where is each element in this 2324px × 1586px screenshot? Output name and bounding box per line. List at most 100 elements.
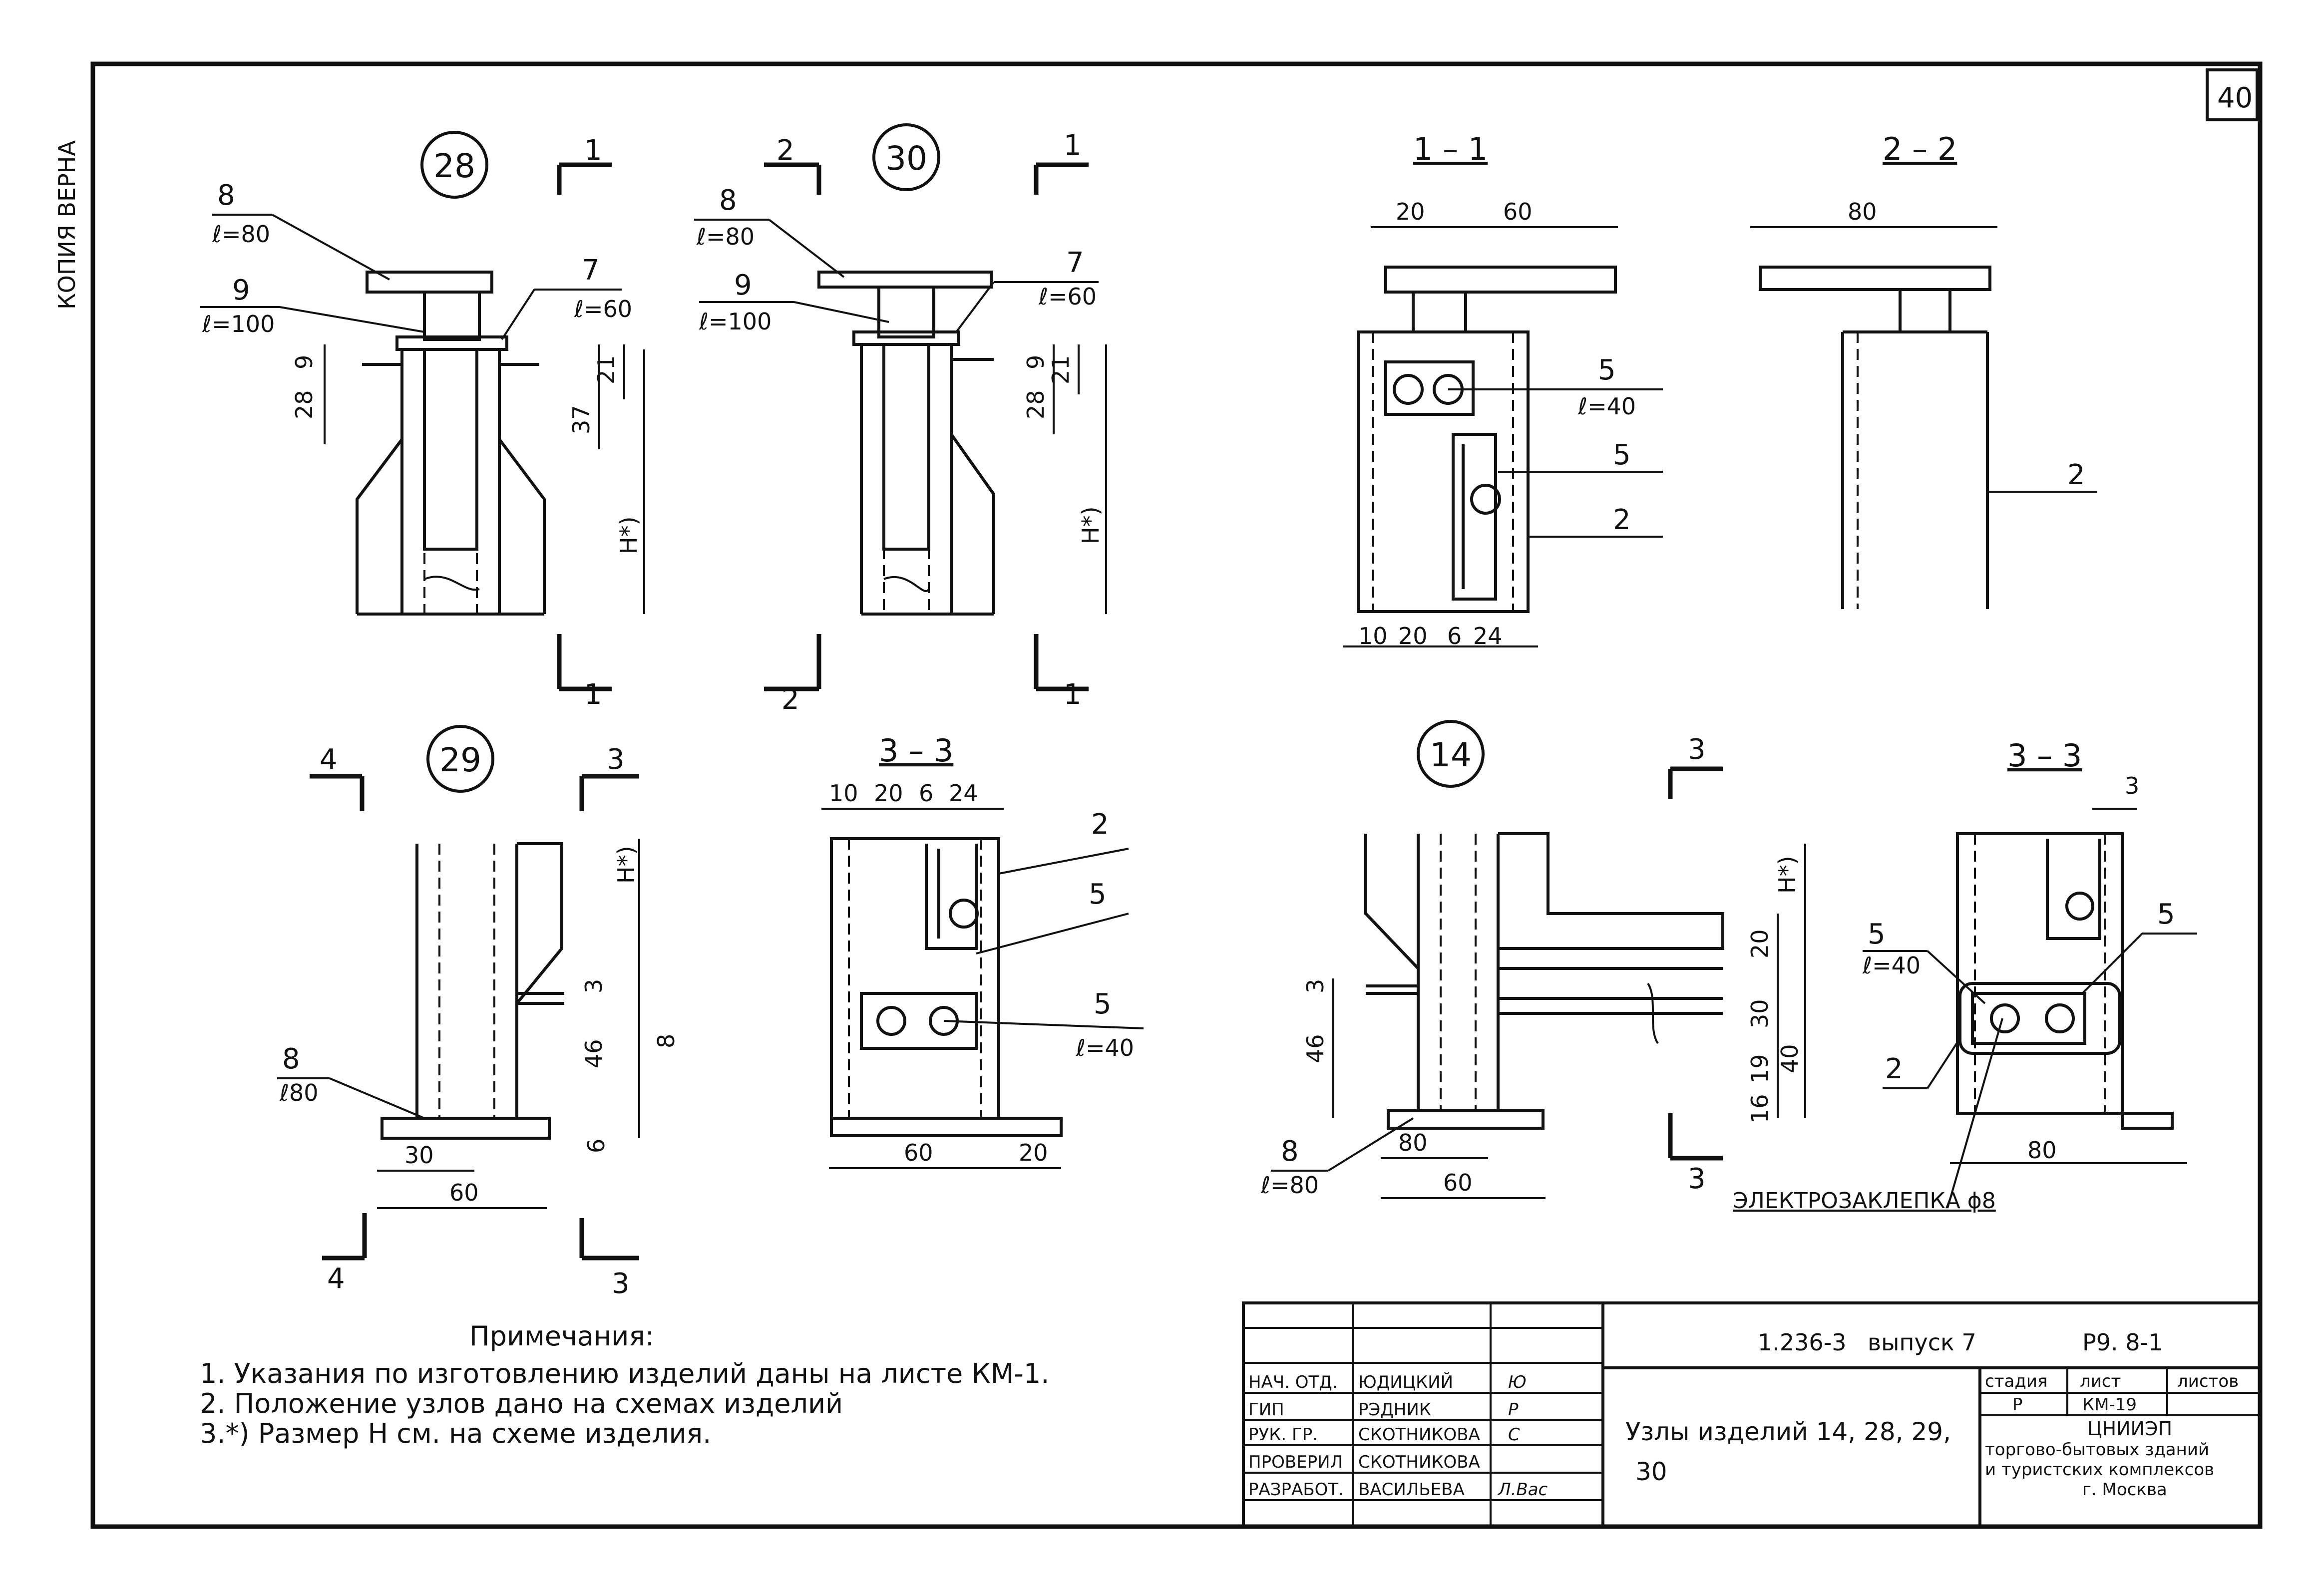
node-30: 30 2 2 1 1 8 ℓ=80 9 ℓ=100 7 ℓ=60 9 28 21 xyxy=(694,123,1107,716)
dim-value: 60 xyxy=(449,1179,479,1206)
staff-role: ПРОВЕРИЛ xyxy=(1248,1452,1343,1472)
cut-label: 1 xyxy=(1064,129,1082,162)
node-14-number: 14 xyxy=(1430,736,1472,774)
part-label: ℓ=40 xyxy=(1577,393,1636,420)
node-28: 28 1 1 8 ℓ=80 9 ℓ=100 7 ℓ=60 9 28 xyxy=(200,131,645,711)
part-label: 5 xyxy=(1598,354,1616,386)
part-label: 8 xyxy=(217,179,235,212)
dim-value: 40 xyxy=(1776,1044,1803,1073)
cut-label: 4 xyxy=(320,743,338,776)
section-title: 3 – 3 xyxy=(879,732,953,769)
section-1-1: 1 – 1 20 60 5 ℓ=40 5 2 10 20 6 24 xyxy=(1343,131,1663,649)
org-line: г. Москва xyxy=(2082,1480,2167,1500)
staff-role: ГИП xyxy=(1248,1400,1284,1420)
node-30-marker xyxy=(872,123,940,191)
weld-note: ЭЛЕКТРОЗАКЛЕПКА ϕ8 xyxy=(1733,1188,1996,1214)
top-plate xyxy=(366,271,493,294)
dim-value: 16 xyxy=(1746,1094,1773,1123)
dim-value: 60 xyxy=(904,1139,933,1166)
dim-value: 28 xyxy=(291,390,318,419)
sheets-header: листов xyxy=(2177,1371,2239,1391)
staff-role: РАЗРАБОТ. xyxy=(1248,1480,1344,1500)
inner-tube xyxy=(423,349,478,551)
part-label: ℓ=40 xyxy=(1076,1034,1134,1061)
sheet-number-box xyxy=(2206,68,2259,121)
part-label: ℓ=60 xyxy=(1038,283,1097,310)
staff-name: РЭДНИК xyxy=(1358,1400,1431,1420)
part-label: ℓ=80 xyxy=(1260,1172,1319,1199)
node-14-marker xyxy=(1417,720,1485,788)
dim-value: H*) xyxy=(615,516,642,554)
dim-value: 28 xyxy=(1022,390,1049,419)
part-label: 9 xyxy=(232,274,250,307)
note-item: 2. Положение узлов дано на схемах издели… xyxy=(200,1388,843,1419)
node-30-number: 30 xyxy=(885,139,927,178)
title-block: 1.236-3 выпуск 7 Р9. 8-1 Узлы изделий 14… xyxy=(1242,1301,2262,1528)
part-label: ℓ=100 xyxy=(699,308,772,335)
sheet-number: 40 xyxy=(2217,82,2253,114)
cut-label: 1 xyxy=(584,134,602,167)
cut-label: 3 xyxy=(607,743,625,776)
dim-value: H*) xyxy=(613,846,640,884)
dim-value: 80 xyxy=(2027,1137,2057,1164)
column-hidden xyxy=(423,349,478,614)
staff-sign: С xyxy=(1508,1425,1520,1445)
dim-value: 6 xyxy=(583,1139,610,1153)
cut-mark xyxy=(579,774,639,811)
sheet-ref: Р9. 8-1 xyxy=(2082,1329,2163,1356)
dim-value: 10 xyxy=(829,780,858,807)
section-3-3-right: 3 – 3 3 5 ℓ=40 5 2 80 ЭЛЕКТРОЗАКЛЕПКА ϕ8 xyxy=(1733,737,2197,1214)
section-title: 3 – 3 xyxy=(2007,737,2082,774)
cut-label: 3 xyxy=(1688,733,1706,766)
staff-sign: Р xyxy=(1508,1400,1519,1420)
dim-value: 10 xyxy=(1358,623,1388,649)
section-title: 2 – 2 xyxy=(1883,131,1957,167)
node-28-marker xyxy=(420,131,488,199)
dim-value: 60 xyxy=(1443,1169,1473,1196)
staff-sign: Л.Вас xyxy=(1497,1480,1548,1500)
cut-mark xyxy=(764,634,821,691)
break-line xyxy=(424,576,480,591)
part-label: 2 xyxy=(1091,808,1109,841)
cut-mark xyxy=(557,162,612,195)
part-label: 7 xyxy=(582,254,600,287)
dim-value: 20 xyxy=(874,780,903,807)
cut-mark xyxy=(579,1218,639,1261)
part-label: ℓ=80 xyxy=(696,223,755,250)
dim-value: 19 xyxy=(1746,1054,1773,1083)
dim-value: 21 xyxy=(1047,355,1074,384)
section-title: 1 – 1 xyxy=(1413,131,1488,167)
staff-name: СКОТНИКОВА xyxy=(1358,1452,1480,1472)
cut-label: 4 xyxy=(327,1263,345,1295)
stem xyxy=(423,291,481,341)
part-label: 5 xyxy=(1868,918,1886,951)
cut-label: 1 xyxy=(1064,678,1082,711)
column-walls xyxy=(400,349,501,614)
dim-value: 80 xyxy=(1848,198,1877,225)
cut-mark xyxy=(1668,766,1723,799)
list-header: лист xyxy=(2080,1371,2121,1391)
dim-value: 6 xyxy=(1447,623,1462,649)
dim-value: 30 xyxy=(404,1142,434,1169)
dim-value: 46 xyxy=(580,1039,607,1068)
staff-name: ЮДИЦКИЙ xyxy=(1358,1372,1453,1392)
cut-mark xyxy=(1034,634,1089,691)
dim-value: 3 xyxy=(1302,979,1329,993)
notes: Примечания: 1. Указания по изготовлению … xyxy=(200,1320,1049,1449)
cut-mark xyxy=(310,774,365,811)
dim-value: 3 xyxy=(580,979,607,993)
dim-value: 9 xyxy=(291,355,318,369)
drawing-title: Узлы изделий 14, 28, 29, xyxy=(1625,1417,1951,1446)
dim-value: 24 xyxy=(949,780,978,807)
part-label: ℓ=40 xyxy=(1862,952,1921,979)
cut-label: 1 xyxy=(584,678,602,711)
dim-value: 37 xyxy=(568,405,595,434)
part-label: 7 xyxy=(1066,247,1084,279)
org-name: ЦНИИЭП xyxy=(2087,1418,2172,1440)
dim-value: 80 xyxy=(1398,1129,1428,1156)
dim-value: 46 xyxy=(1302,1034,1329,1063)
cut-mark xyxy=(1668,1113,1723,1161)
dim-value: 20 xyxy=(1396,198,1425,225)
dim-value: 6 xyxy=(919,780,933,807)
